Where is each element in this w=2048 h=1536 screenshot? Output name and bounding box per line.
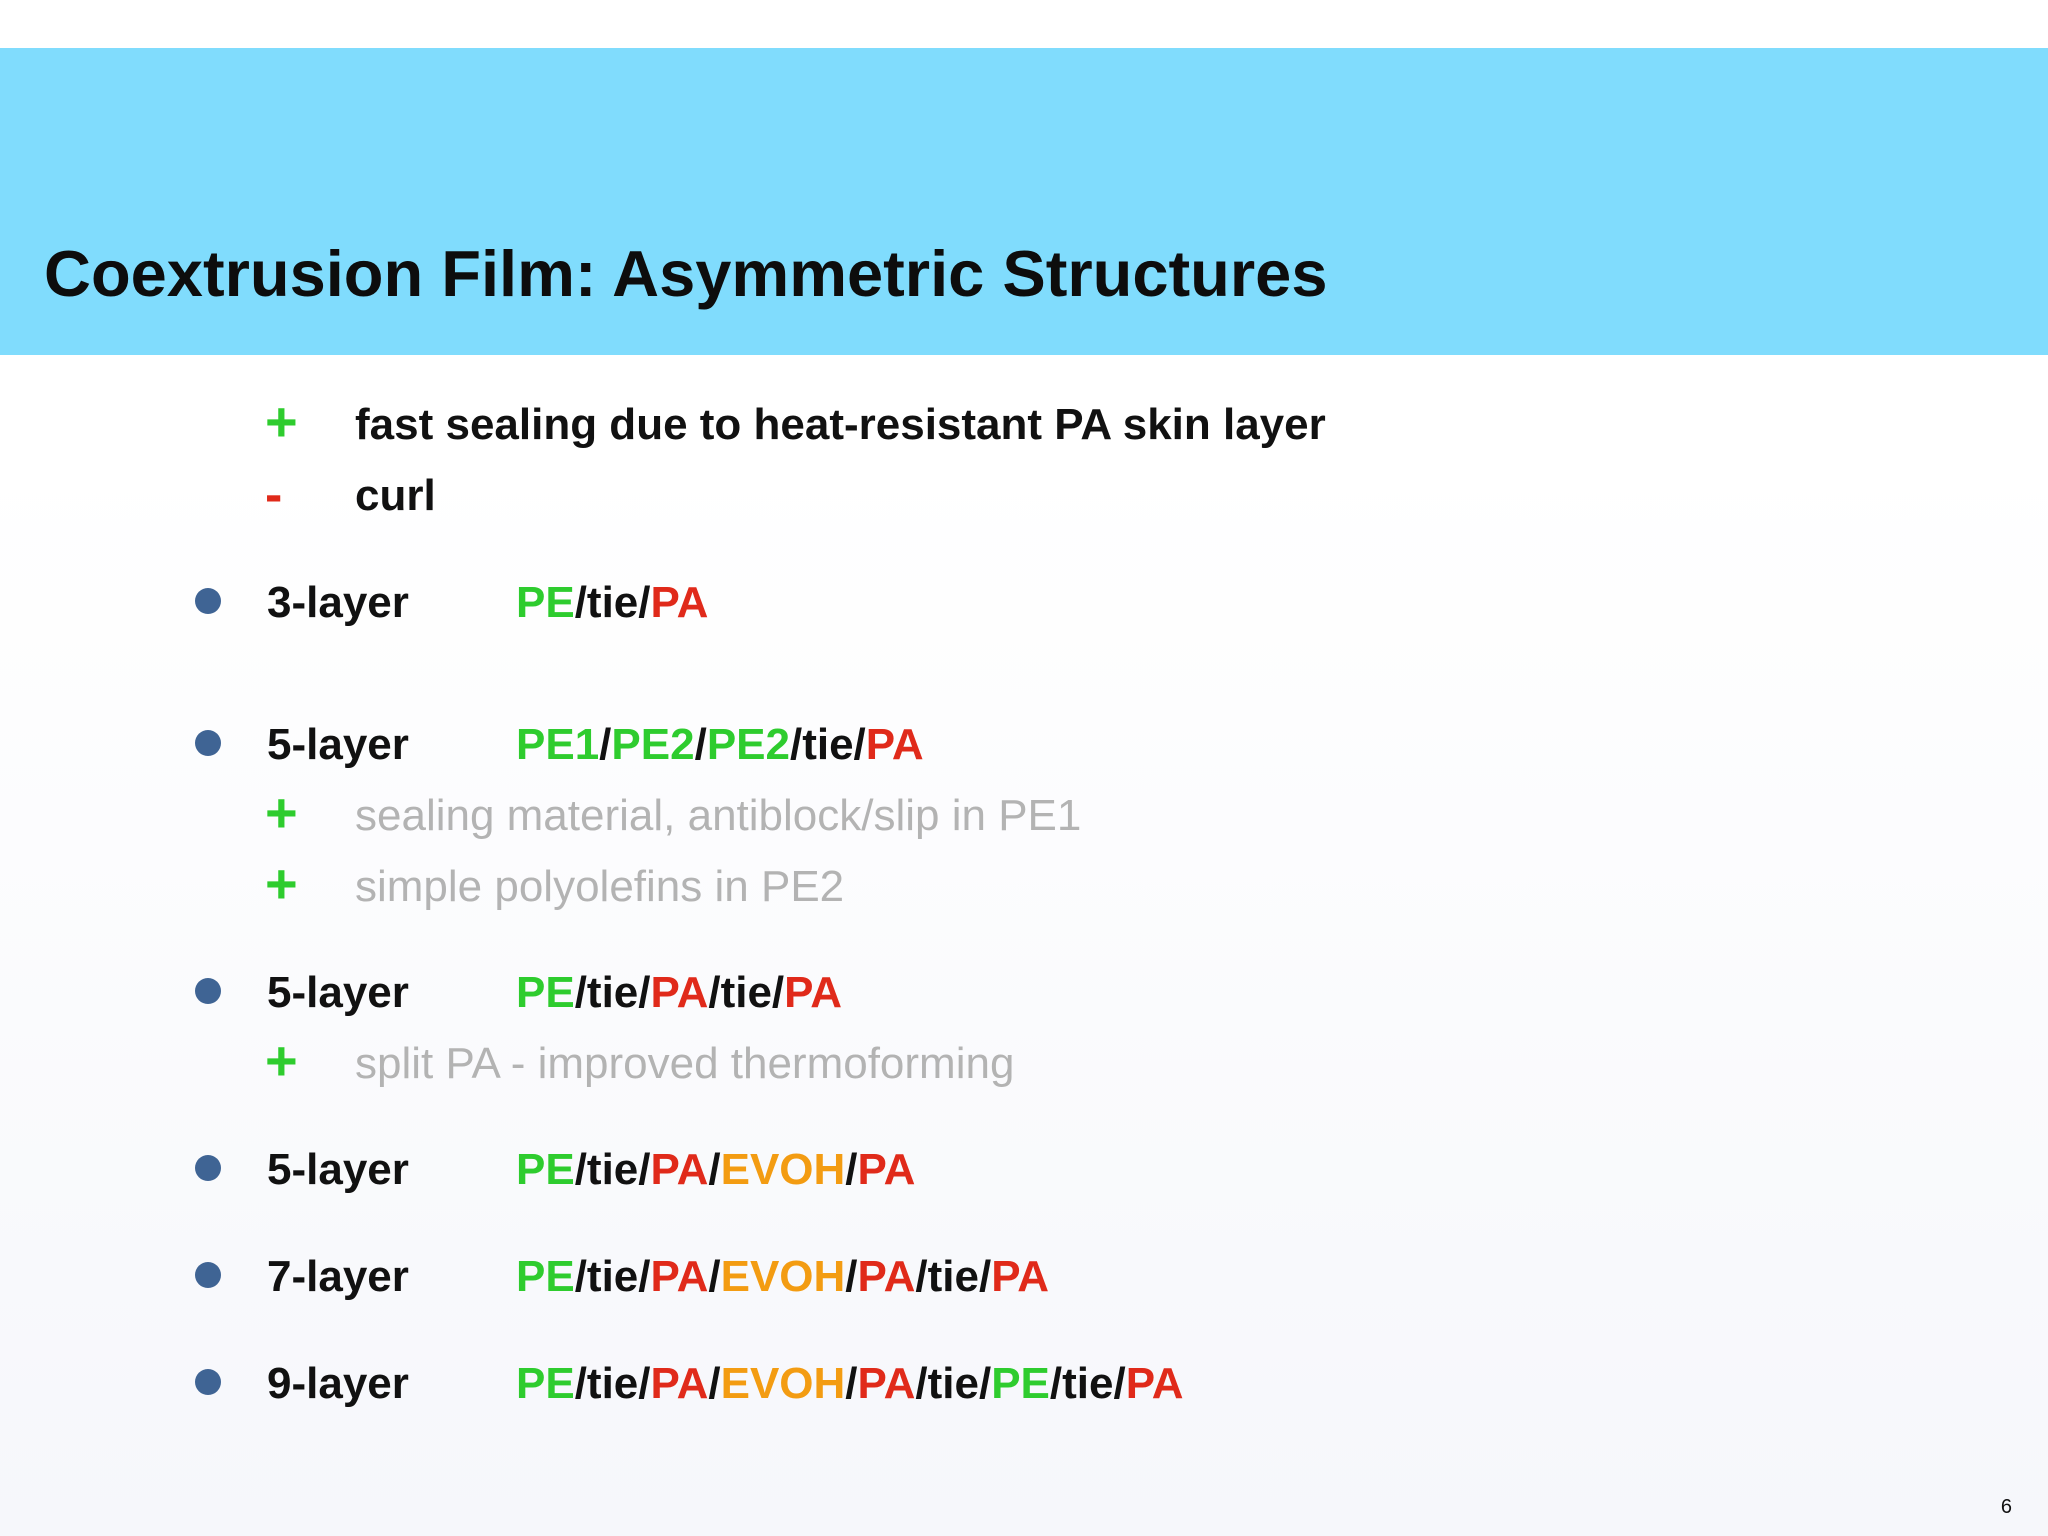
- formula-segment: PA: [857, 1359, 916, 1408]
- formula-segment: PE2: [611, 720, 695, 769]
- plus-icon: +: [265, 781, 298, 844]
- note-text: split PA - improved thermoforming: [355, 1039, 1015, 1088]
- formula-segment: /tie/: [574, 1252, 651, 1301]
- slide-title: Coextrusion Film: Asymmetric Structures: [44, 237, 1328, 310]
- minus-icon: -: [265, 466, 283, 524]
- layer-label: 3-layer: [267, 578, 409, 627]
- formula-segment: /tie/: [1049, 1359, 1126, 1408]
- formula-segment: PA: [1125, 1359, 1184, 1408]
- bullet-dot: [195, 588, 221, 614]
- formula-segment: /tie/: [574, 968, 651, 1017]
- formula-segment: /: [694, 720, 707, 769]
- bullet-dot: [195, 978, 221, 1004]
- layer-label: 5-layer: [267, 720, 409, 769]
- formula-segment: PA: [650, 1145, 709, 1194]
- formula-segment: /: [845, 1359, 858, 1408]
- layer-formula: PE/tie/PA: [516, 578, 708, 628]
- formula-segment: EVOH: [720, 1252, 846, 1301]
- formula-segment: PA: [857, 1252, 916, 1301]
- note-text: fast sealing due to heat-resistant PA sk…: [355, 400, 1326, 449]
- formula-segment: /: [845, 1252, 858, 1301]
- title-band: [0, 48, 2048, 355]
- bullet-dot: [195, 1155, 221, 1181]
- formula-segment: PA: [784, 968, 843, 1017]
- formula-segment: /tie/: [708, 968, 785, 1017]
- formula-segment: /: [599, 720, 612, 769]
- formula-segment: /tie/: [789, 720, 866, 769]
- layer-label: 7-layer: [267, 1252, 409, 1301]
- formula-segment: PE2: [706, 720, 790, 769]
- formula-segment: PA: [650, 578, 709, 627]
- note-text: curl: [355, 471, 436, 520]
- page-number: 6: [2000, 1496, 2012, 1518]
- formula-segment: PE: [516, 1359, 575, 1408]
- formula-segment: PA: [650, 968, 709, 1017]
- formula-segment: /tie/: [574, 1359, 651, 1408]
- bullet-dot: [195, 730, 221, 756]
- formula-segment: EVOH: [720, 1145, 846, 1194]
- layer-label: 9-layer: [267, 1359, 409, 1408]
- formula-segment: EVOH: [720, 1359, 846, 1408]
- formula-segment: PE: [516, 1145, 575, 1194]
- formula-segment: PA: [865, 720, 924, 769]
- formula-segment: /tie/: [915, 1359, 992, 1408]
- formula-segment: /: [708, 1359, 721, 1408]
- layer-label: 5-layer: [267, 1145, 409, 1194]
- bullet-dot: [195, 1369, 221, 1395]
- formula-segment: /: [708, 1252, 721, 1301]
- formula-segment: /tie/: [574, 1145, 651, 1194]
- bullet-dot: [195, 1262, 221, 1288]
- formula-segment: PE: [991, 1359, 1050, 1408]
- formula-segment: /: [845, 1145, 858, 1194]
- plus-icon: +: [265, 1029, 298, 1092]
- formula-segment: /: [708, 1145, 721, 1194]
- formula-segment: /tie/: [574, 578, 651, 627]
- formula-segment: PE: [516, 578, 575, 627]
- formula-segment: PE: [516, 968, 575, 1017]
- layer-formula: PE/tie/PA/EVOH/PA/tie/PE/tie/PA: [516, 1359, 1184, 1409]
- layer-formula: PE/tie/PA/EVOH/PA/tie/PA: [516, 1252, 1049, 1302]
- note-text: simple polyolefins in PE2: [355, 862, 845, 911]
- plus-icon: +: [265, 852, 298, 915]
- formula-segment: PA: [991, 1252, 1050, 1301]
- formula-segment: PA: [650, 1252, 709, 1301]
- layer-formula: PE/tie/PA/tie/PA: [516, 968, 842, 1018]
- plus-icon: +: [265, 390, 298, 453]
- layer-formula: PE1/PE2/PE2/tie/PA: [516, 720, 924, 770]
- formula-segment: PE: [516, 1252, 575, 1301]
- formula-segment: PA: [857, 1145, 916, 1194]
- formula-segment: PE1: [516, 720, 600, 769]
- layer-formula: PE/tie/PA/EVOH/PA: [516, 1145, 915, 1195]
- formula-segment: /tie/: [915, 1252, 992, 1301]
- layer-label: 5-layer: [267, 968, 409, 1017]
- note-text: sealing material, antiblock/slip in PE1: [355, 791, 1082, 840]
- formula-segment: PA: [650, 1359, 709, 1408]
